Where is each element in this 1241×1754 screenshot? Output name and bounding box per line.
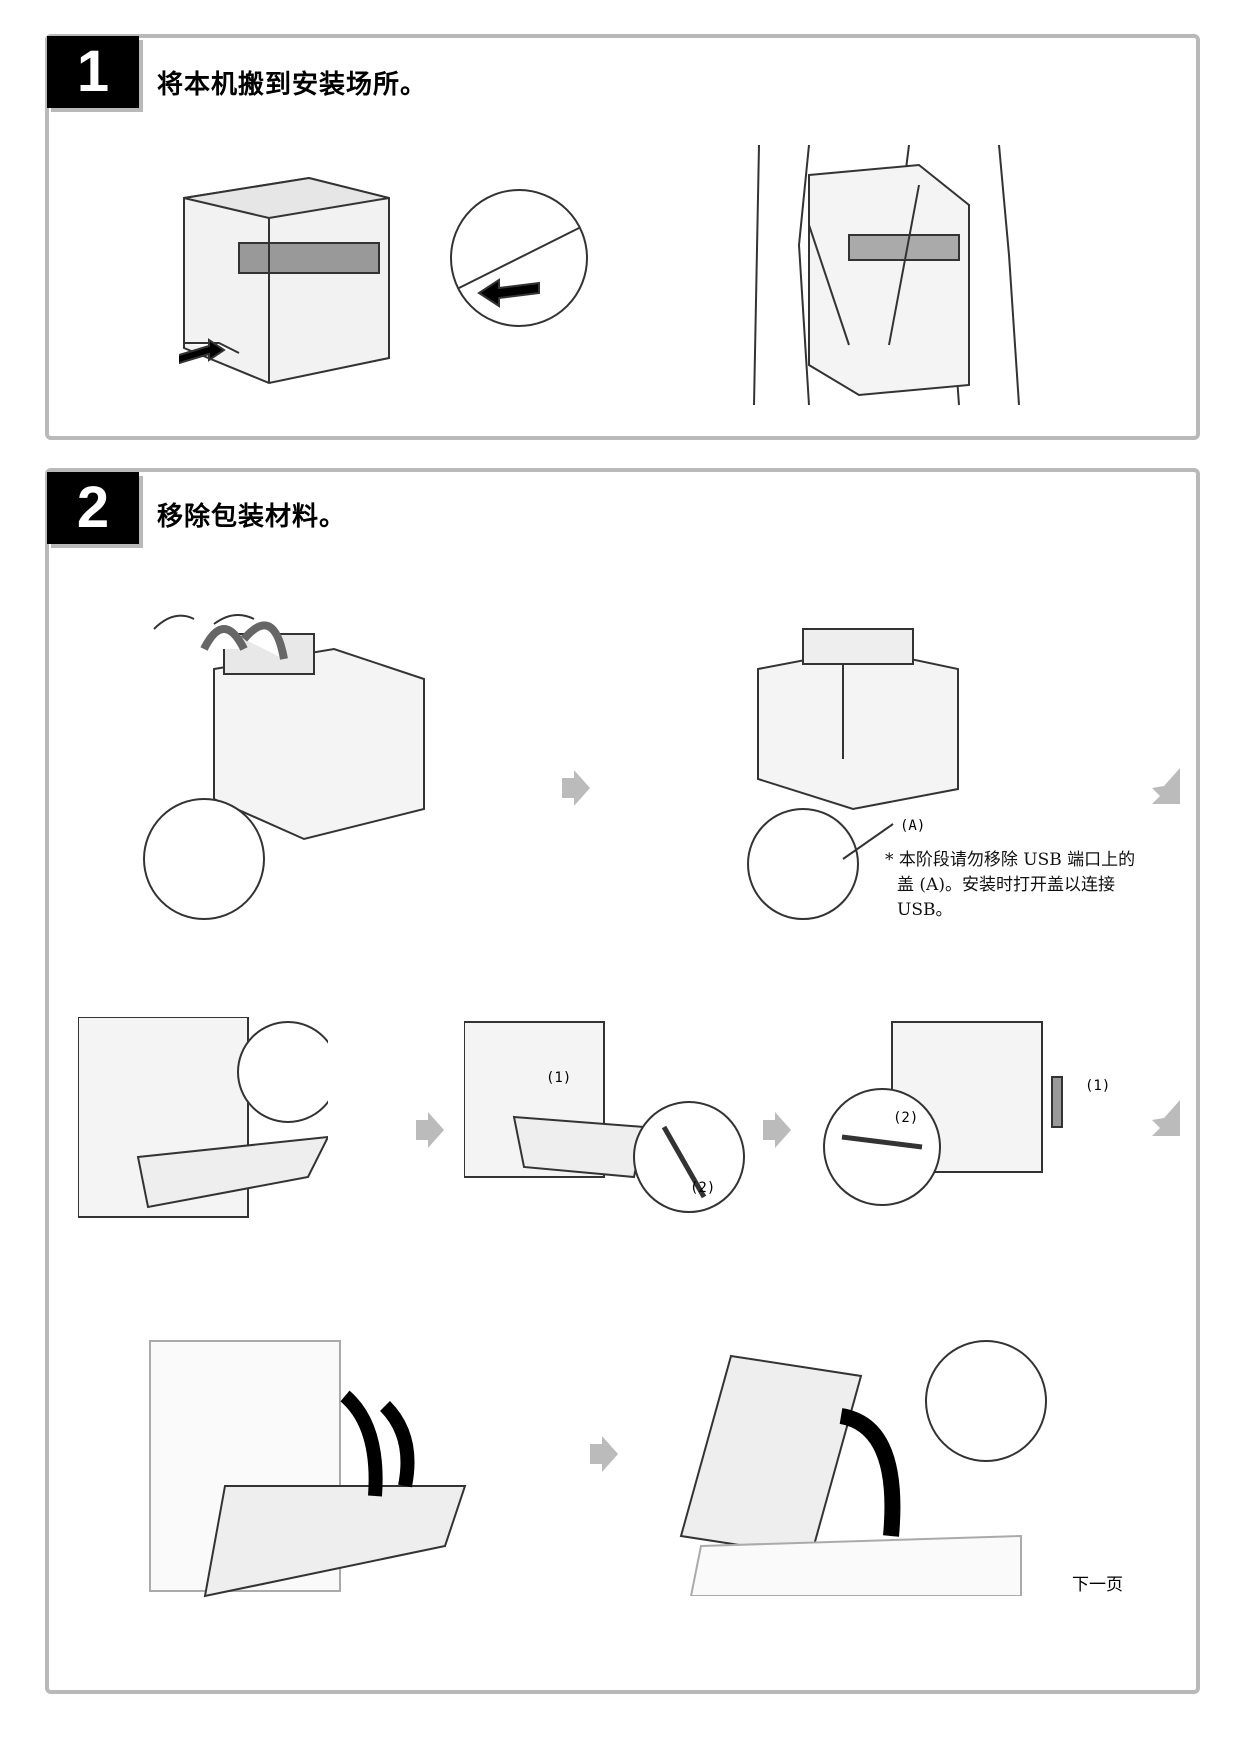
continue-arrow-icon — [1152, 1100, 1180, 1136]
printer-illustration — [179, 176, 588, 385]
sub-label-2: (2) — [690, 1180, 716, 1196]
next-page-label: 下一页 — [1072, 1575, 1123, 1595]
remove-tapes-illustration — [143, 614, 425, 920]
rear-tapes-illustration — [747, 628, 959, 920]
step1-badge: 1 — [47, 36, 139, 108]
remove-tape-step1-illustration — [464, 1021, 745, 1213]
open-feeder-illustration — [679, 1340, 1047, 1596]
step2-number: 2 — [47, 472, 139, 544]
callout-label-a: (A) — [900, 818, 926, 834]
sub-label-1: (1) — [546, 1070, 572, 1086]
next-arrow-icon — [590, 1436, 618, 1472]
sub-label-1: (1) — [1085, 1078, 1111, 1094]
note-line: USB。 — [897, 900, 953, 920]
step1-number: 1 — [47, 36, 139, 108]
next-arrow-icon — [763, 1112, 791, 1148]
note-line: 盖 (A)。安装时打开盖以连接 — [897, 875, 1115, 895]
next-arrow-icon — [416, 1112, 444, 1148]
usb-cover-note: * 本阶段请勿移除 USB 端口上的 盖 (A)。安装时打开盖以连接 USB。 — [885, 848, 1185, 923]
step2-title: 移除包装材料。 — [157, 502, 347, 532]
next-arrow-icon — [562, 770, 590, 806]
close-rear-cover-illustration — [149, 1340, 467, 1598]
open-rear-cover-illustration — [78, 1017, 328, 1218]
remove-tape-step2-illustration — [823, 1021, 1063, 1206]
step1-title: 将本机搬到安装场所。 — [157, 70, 428, 100]
continue-arrow-icon — [1152, 768, 1180, 804]
people-carrying-illustration — [753, 145, 1020, 406]
step2-badge: 2 — [47, 472, 139, 544]
note-line: * 本阶段请勿移除 USB 端口上的 — [885, 850, 1136, 870]
sub-label-2: (2) — [893, 1110, 919, 1126]
